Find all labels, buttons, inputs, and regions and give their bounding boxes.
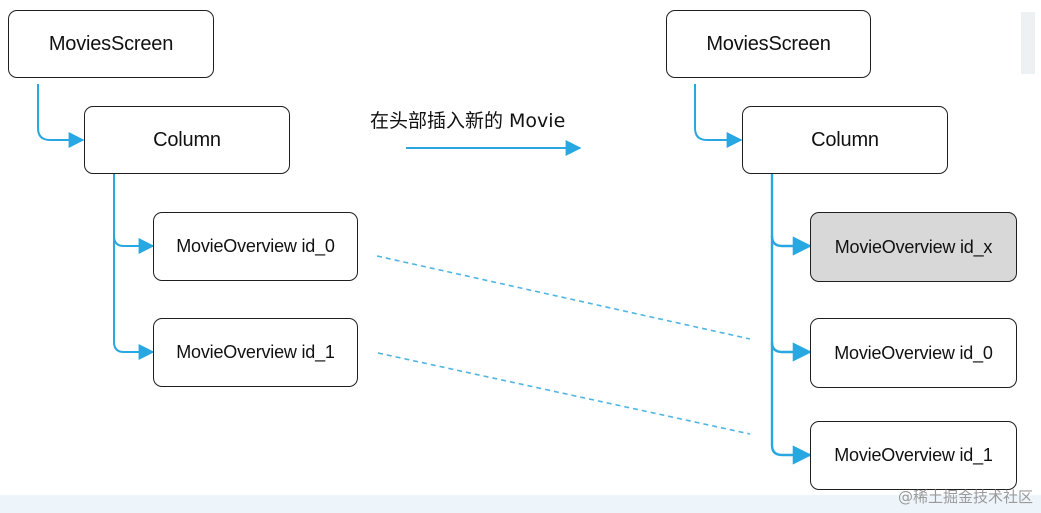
watermark: @稀土掘金技术社区 [897,488,1033,506]
left-column-item-0-connector [113,174,155,254]
transition-label: 在头部插入新的 Movie [370,110,566,132]
left-movie-overview-id-0-node: MovieOverview id_0 [153,212,358,281]
right-movie-overview-id-0-node: MovieOverview id_0 [810,318,1017,388]
right-column-node: Column [742,106,948,174]
right-movie-overview-id-x-node: MovieOverview id_x [810,212,1017,282]
right-movie-overview-id-1-node: MovieOverview id_1 [810,421,1017,490]
right-column-item-1-connector [770,342,812,465]
left-movies-screen-node: MoviesScreen [8,10,214,78]
right-column-item-0-connector [770,236,812,362]
right-column-item-x-connector [770,174,812,256]
right-movies-screen-node: MoviesScreen [666,10,871,78]
left-movie-overview-id-1-node: MovieOverview id_1 [153,318,358,387]
left-column-item-1-connector [113,236,155,360]
left-screen-column-connector [37,84,85,148]
left-column-node: Column [84,106,290,174]
right-band [1021,12,1035,74]
right-screen-column-connector [694,84,743,148]
mapping-line-id-0 [376,255,751,340]
mapping-line-id-1 [377,352,751,435]
bottom-band [0,495,1041,513]
